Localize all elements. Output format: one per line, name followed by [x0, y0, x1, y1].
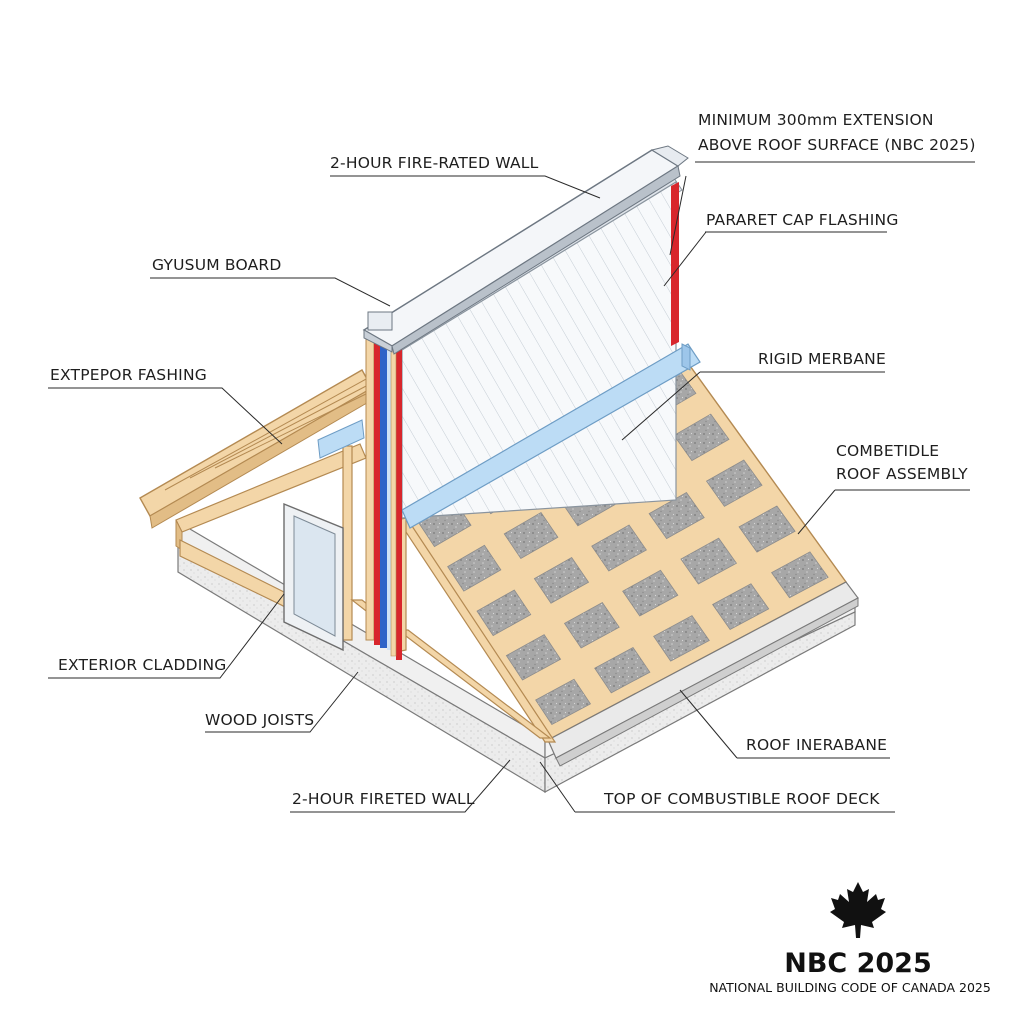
insulation-cell: [591, 524, 647, 572]
label-fire-wall-bottom: 2-HOUR FIRETED WALL: [292, 790, 475, 808]
insulation-cell: [738, 505, 796, 553]
label-extension-line1: MINIMUM 300mm EXTENSION: [698, 111, 934, 129]
label-exterior-flashing: EXTPEPOR FASHING: [50, 366, 207, 384]
exterior-cladding-panel: [283, 502, 344, 652]
leader-lines: [48, 161, 975, 813]
label-wood-joists: WOOD JOISTS: [205, 711, 314, 729]
insulation-cell: [505, 634, 562, 681]
insulation-cell: [533, 556, 590, 604]
insulation-cell: [673, 413, 730, 462]
insulation-cell: [712, 583, 770, 630]
left-gable-roof: [139, 369, 373, 641]
insulation-cell: [653, 615, 710, 662]
nbc-brand: NBC 2025 NATIONAL BUILDING CODE OF CANAD…: [709, 882, 991, 995]
brand-subtitle: NATIONAL BUILDING CODE OF CANADA 2025: [709, 980, 991, 995]
insulation-cell: [447, 544, 502, 592]
insulation-cell: [503, 511, 559, 559]
label-parapet-cap: PARARET CAP FLASHING: [706, 211, 899, 229]
maple-leaf-icon: [830, 882, 886, 938]
label-exterior-cladding: EXTERIOR CLADDING: [58, 656, 227, 674]
insulation-cell: [622, 569, 679, 617]
brand-title: NBC 2025: [784, 948, 932, 979]
label-roof-deck: TOP OF COMBUSTIBLE ROOF DECK: [603, 790, 880, 808]
label-extension-line2: ABOVE ROOF SURFACE (NBC 2025): [698, 136, 976, 154]
label-combustible-line1: COMBETIDLE: [836, 442, 939, 460]
insulation-cell: [476, 589, 532, 637]
label-gypsum-board: GYUSUM BOARD: [152, 256, 282, 274]
insulation-cell: [594, 646, 651, 694]
label-roof-membrane: ROOF INERABANE: [746, 736, 887, 754]
insulation-cell: [563, 601, 620, 649]
label-rigid-membrane: RIGID MERBANE: [758, 350, 886, 368]
callout-labels: 2-HOUR FIRE-RATED WALL MINIMUM 300mm EXT…: [50, 111, 976, 808]
insulation-cell: [535, 678, 592, 725]
insulation-cell: [680, 537, 738, 585]
insulation-cell: [705, 459, 763, 507]
label-fire-wall-top: 2-HOUR FIRE-RATED WALL: [330, 154, 539, 172]
label-combustible-line2: ROOF ASSEMBLY: [836, 465, 968, 483]
combustible-roof-assembly: [401, 351, 859, 767]
parapet-cap-flashing: [362, 145, 689, 355]
insulation-cell: [771, 551, 829, 599]
